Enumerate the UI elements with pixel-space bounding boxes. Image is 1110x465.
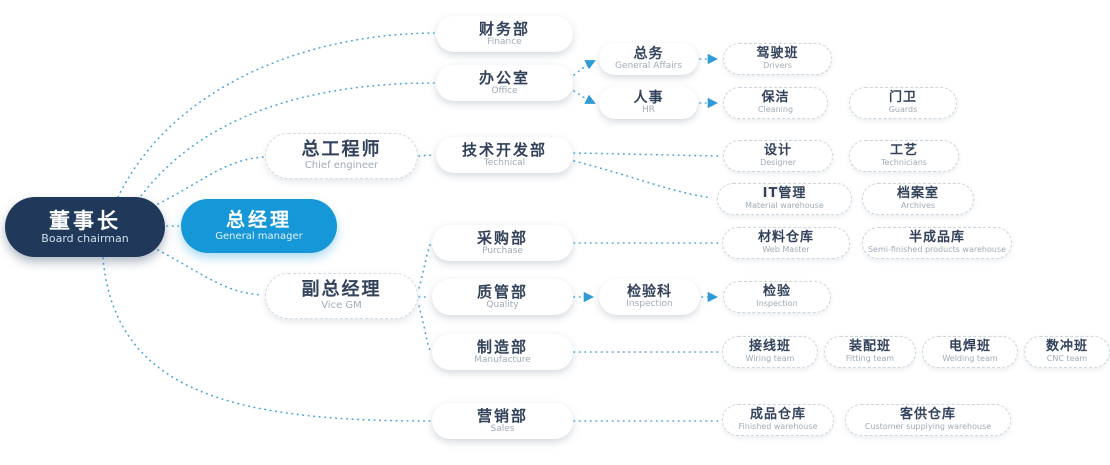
node-technicians-title: 工艺 xyxy=(889,143,918,159)
node-archives: 档案室 Archives xyxy=(862,183,974,215)
node-manufacture-subtitle: Manufacture xyxy=(474,354,531,365)
node-inspection-dept-title: 检验科 xyxy=(627,284,672,301)
node-welding-team-subtitle: Welding team xyxy=(942,354,998,364)
node-fitting-team-subtitle: Fitting team xyxy=(845,354,895,364)
node-office: 办公室 Office xyxy=(436,65,573,101)
node-general-affairs-title: 总务 xyxy=(633,46,664,63)
node-material-warehouse-subtitle: Web Master xyxy=(762,245,810,255)
node-cleaning-title: 保洁 xyxy=(761,90,790,106)
node-fitting-team-title: 装配班 xyxy=(848,339,891,355)
node-drivers-title: 驾驶班 xyxy=(756,46,799,62)
node-technicians: 工艺 Technicians xyxy=(849,140,959,172)
node-cleaning: 保洁 Cleaning xyxy=(723,87,828,119)
node-it-admin-title: IT管理 xyxy=(762,186,807,202)
node-sales-subtitle: Sales xyxy=(490,423,515,434)
node-customer-warehouse-title: 客供仓库 xyxy=(899,407,956,423)
node-material-warehouse-title: 材料仓库 xyxy=(757,230,814,246)
node-fitting-team: 装配班 Fitting team xyxy=(824,336,916,368)
node-inspection-dept-subtitle: Inspection xyxy=(626,299,673,310)
node-general-affairs-subtitle: General Affairs xyxy=(614,61,683,72)
node-manufacture-title: 制造部 xyxy=(476,337,528,356)
node-customer-warehouse-subtitle: Customer supplying warehouse xyxy=(864,422,992,432)
node-technical: 技术开发部 Technical xyxy=(436,137,573,173)
node-finished-warehouse: 成品仓库 Finished warehouse xyxy=(722,404,834,436)
node-technicians-subtitle: Technicians xyxy=(881,158,927,168)
node-archives-title: 档案室 xyxy=(896,186,939,202)
node-cnc-team-subtitle: CNC team xyxy=(1046,354,1088,364)
node-inspection: 检验 Inspection xyxy=(723,281,831,313)
node-chairman: 董事长 Board chairman xyxy=(5,197,165,257)
node-finance-subtitle: Finance xyxy=(487,36,522,47)
node-finance: 财务部 Finance xyxy=(436,16,573,52)
node-quality: 质管部 Quality xyxy=(432,279,573,315)
node-hr-subtitle: HR xyxy=(641,105,656,116)
node-wiring-team: 接线班 Wiring team xyxy=(722,336,818,368)
node-chief-engineer-title: 总工程师 xyxy=(301,139,382,161)
node-manufacture: 制造部 Manufacture xyxy=(432,334,573,370)
node-inspection-subtitle: Inspection xyxy=(756,299,798,309)
node-vice-gm-title: 副总经理 xyxy=(301,279,382,301)
node-archives-subtitle: Archives xyxy=(900,201,936,211)
node-quality-title: 质管部 xyxy=(476,282,528,301)
node-hr-title: 人事 xyxy=(633,90,664,107)
node-chief-engineer: 总工程师 Chief engineer xyxy=(265,133,418,179)
node-sales: 营销部 Sales xyxy=(432,403,573,439)
node-quality-subtitle: Quality xyxy=(486,299,519,310)
node-vice-gm-subtitle: Vice GM xyxy=(321,300,362,312)
node-drivers-subtitle: Drivers xyxy=(763,61,792,71)
node-general-manager: 总经理 General manager xyxy=(181,199,337,253)
node-vice-gm: 副总经理 Vice GM xyxy=(265,273,418,319)
node-chairman-subtitle: Board chairman xyxy=(41,232,129,246)
node-customer-warehouse: 客供仓库 Customer supplying warehouse xyxy=(845,404,1011,436)
node-finished-warehouse-title: 成品仓库 xyxy=(749,407,806,423)
node-cleaning-subtitle: Cleaning xyxy=(757,105,794,115)
node-chairman-title: 董事长 xyxy=(49,209,121,234)
node-it-admin: IT管理 Material warehouse xyxy=(717,183,852,215)
node-wiring-team-title: 接线班 xyxy=(748,339,791,355)
node-general-affairs: 总务 General Affairs xyxy=(599,43,698,75)
node-guards-title: 门卫 xyxy=(888,90,917,106)
node-drivers: 驾驶班 Drivers xyxy=(723,43,832,75)
node-semi-finished-warehouse: 半成品库 Semi-finished products warehouse xyxy=(862,227,1012,259)
node-purchase: 采购部 Purchase xyxy=(432,225,573,261)
node-semi-finished-warehouse-title: 半成品库 xyxy=(908,230,965,246)
node-technical-subtitle: Technical xyxy=(483,157,526,168)
node-semi-finished-warehouse-subtitle: Semi-finished products warehouse xyxy=(867,245,1007,255)
node-office-subtitle: Office xyxy=(491,85,518,96)
node-guards: 门卫 Guards xyxy=(849,87,957,119)
node-welding-team: 电焊班 Welding team xyxy=(922,336,1018,368)
node-technical-title: 技术开发部 xyxy=(461,140,547,159)
node-cnc-team: 数冲班 CNC team xyxy=(1024,336,1110,368)
node-designer-title: 设计 xyxy=(763,143,792,159)
node-material-warehouse: 材料仓库 Web Master xyxy=(722,227,850,259)
node-office-title: 办公室 xyxy=(478,68,530,87)
node-purchase-subtitle: Purchase xyxy=(482,245,523,256)
node-cnc-team-title: 数冲班 xyxy=(1045,339,1088,355)
node-wiring-team-subtitle: Wiring team xyxy=(745,354,795,364)
node-welding-team-title: 电焊班 xyxy=(948,339,991,355)
node-it-admin-subtitle: Material warehouse xyxy=(745,201,824,211)
node-guards-subtitle: Guards xyxy=(888,105,918,115)
node-sales-title: 营销部 xyxy=(476,406,528,425)
node-designer-subtitle: Designer xyxy=(760,158,796,168)
node-hr: 人事 HR xyxy=(599,87,698,119)
node-general-manager-subtitle: General manager xyxy=(215,230,303,242)
node-designer: 设计 Designer xyxy=(723,140,833,172)
node-inspection-dept: 检验科 Inspection xyxy=(599,279,700,315)
node-finance-title: 财务部 xyxy=(478,19,530,38)
node-chief-engineer-subtitle: Chief engineer xyxy=(304,160,379,172)
node-finished-warehouse-subtitle: Finished warehouse xyxy=(738,422,818,432)
node-inspection-title: 检验 xyxy=(762,284,791,300)
node-purchase-title: 采购部 xyxy=(476,228,528,247)
node-general-manager-title: 总经理 xyxy=(225,208,292,231)
